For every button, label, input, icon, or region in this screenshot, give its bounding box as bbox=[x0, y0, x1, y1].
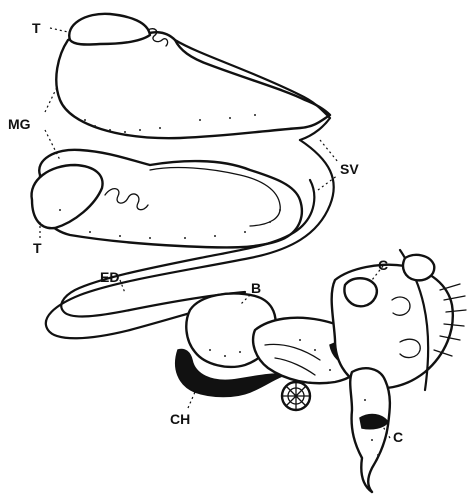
label-ejaculatory-duct: ED bbox=[100, 269, 119, 285]
label-cerci-bottom: C bbox=[393, 429, 403, 445]
label-cerci-top: C bbox=[378, 257, 388, 273]
rosette bbox=[282, 382, 310, 410]
cercus-top bbox=[344, 278, 376, 306]
lower-tail bbox=[350, 368, 390, 492]
label-chitinous: CH bbox=[170, 411, 190, 427]
testis-top bbox=[69, 14, 150, 45]
label-seminal-vesicle: SV bbox=[340, 161, 359, 177]
lead-mg-1 bbox=[45, 85, 58, 112]
label-bulb: B bbox=[251, 280, 261, 296]
lead-sv-2 bbox=[318, 175, 338, 190]
label-testis-bottom: T bbox=[33, 240, 42, 256]
label-mid-gut: MG bbox=[8, 116, 31, 132]
cercus-top-right bbox=[403, 255, 434, 280]
lead-ch bbox=[188, 392, 195, 408]
label-testis-top: T bbox=[32, 20, 41, 36]
lead-t-top bbox=[50, 28, 68, 32]
upper-gland bbox=[56, 32, 330, 139]
